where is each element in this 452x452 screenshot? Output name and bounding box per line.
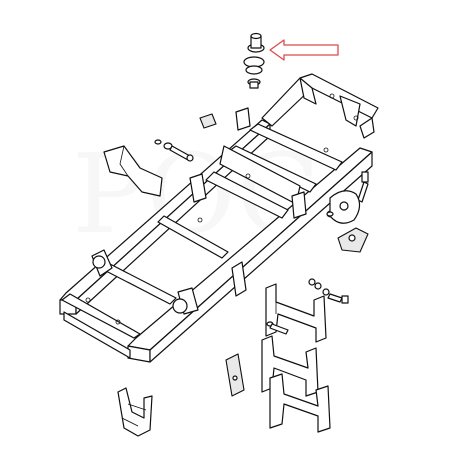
bolt-washer-set-left <box>154 139 194 162</box>
body-mount-bracket-left <box>103 145 163 197</box>
bolt-right <box>357 171 369 203</box>
mounting-bracket-tall <box>225 353 245 397</box>
ladder-frame <box>59 73 379 363</box>
bolt-washer-set-right <box>308 278 349 304</box>
triangle-bracket <box>337 227 369 253</box>
spring-hanger-bracket-1 <box>265 283 327 343</box>
spring-hanger-bracket-3 <box>269 373 331 433</box>
small-nut <box>326 211 334 217</box>
rubber-pad <box>199 113 217 129</box>
arrow-left-icon <box>269 39 339 61</box>
top-mount-stack <box>243 32 265 89</box>
mount-plate <box>329 190 361 224</box>
u-clamp <box>117 387 153 437</box>
bolt-small-left <box>266 321 289 335</box>
